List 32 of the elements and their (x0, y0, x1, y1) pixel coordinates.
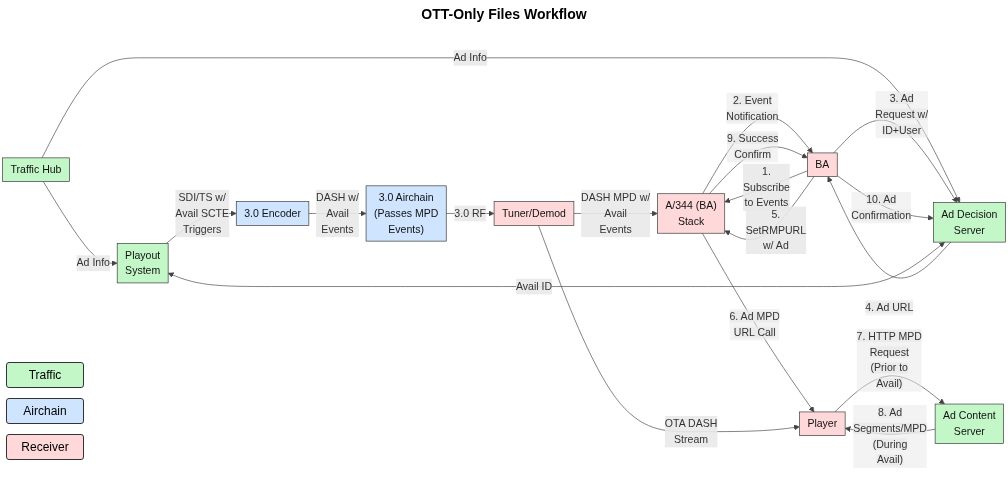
edge-label: 4. Ad URL (865, 301, 914, 313)
legend-swatch: Airchain (6, 398, 84, 424)
edge-label: Ad Info (76, 257, 110, 269)
edge-label: 6. Ad MPD URL Call (729, 310, 780, 338)
edge-label: DASH MPD w/ Avail Events (581, 191, 651, 235)
edge-label: 8. Ad Segments/MPD (During Avail) (853, 406, 927, 466)
node-box: Ad Content Server (934, 403, 1004, 444)
diagram-title: OTT-Only Files Workflow (420, 6, 588, 22)
node-box: Playout System (116, 243, 169, 284)
node-box: Tuner/Demod (493, 201, 575, 226)
node-box: BA (807, 152, 838, 177)
node-box: Traffic Hub (2, 157, 70, 182)
node-box: A/344 (BA) Stack (657, 193, 726, 234)
edge-label: Ad Info (453, 51, 487, 64)
edge-label: 3.0 RF (454, 207, 486, 219)
edge-label: SDI/TS w/ Avail SCTE Triggers (175, 191, 230, 235)
edge-label: Avail ID (515, 280, 553, 292)
edge-label: 3. Ad Request w/ ID+User (875, 92, 929, 136)
node-box: 3.0 Airchain (Passes MPD Events) (365, 185, 447, 242)
edge-label: 1. Subscribe to Events (743, 165, 790, 209)
node-box: Player (799, 411, 846, 436)
edge-label: OTA DASH Stream (664, 417, 718, 445)
edge-label: DASH w/ Avail Events (316, 191, 359, 235)
edge-label: 9. Success Confirm (726, 132, 779, 160)
node-box: Ad Decision Server (933, 202, 1006, 243)
edge-label: 10. Ad Confirmation (851, 193, 912, 221)
legend-swatch: Receiver (6, 434, 84, 460)
edge-label: 2. Event Notification (726, 94, 779, 122)
edge-label: 7. HTTP MPD Request (Prior to Avail) (856, 330, 922, 390)
legend-swatch: Traffic (6, 362, 84, 388)
edge-label: 5. SetRMPURL w/ Ad (745, 208, 807, 252)
node-box: 3.0 Encoder (235, 201, 310, 226)
